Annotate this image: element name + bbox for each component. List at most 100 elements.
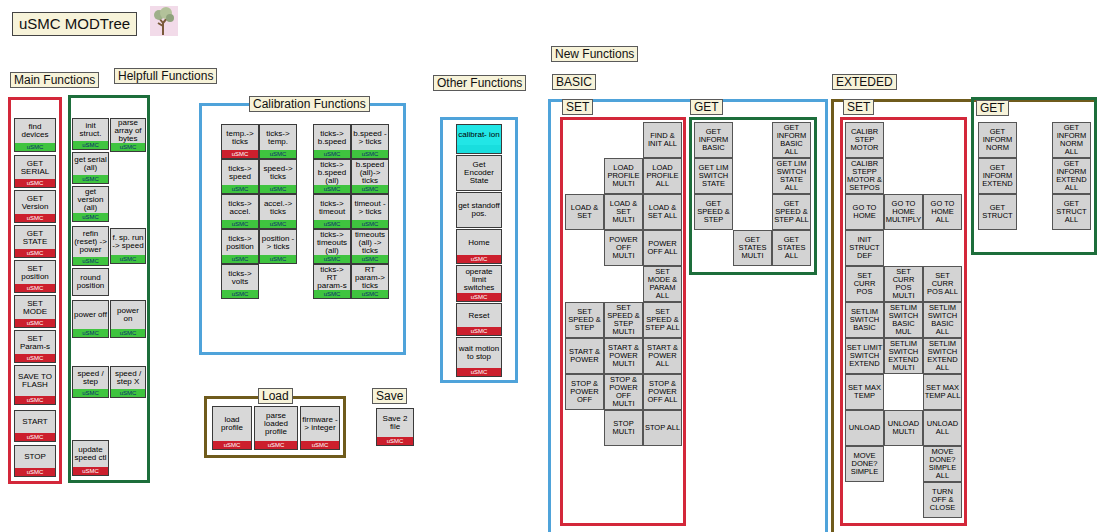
- function-block: SET CURR POS MULTI: [884, 266, 923, 302]
- strip-label: uSMC: [27, 180, 44, 186]
- diagram-title: uSMC MODTree: [12, 12, 137, 36]
- label-area: round position: [73, 269, 108, 295]
- label-area: firmware -> integer: [301, 407, 339, 441]
- function-label: SET SPEED & STEP ALL: [644, 308, 681, 332]
- function-icon: HomeuSMC: [456, 229, 502, 264]
- icon-strip: uSMC: [222, 150, 258, 158]
- label-area: GET STRUCT ALL: [1053, 195, 1090, 229]
- function-label: calibrat- ion: [458, 131, 500, 139]
- strip-label: uSMC: [324, 151, 341, 157]
- label-area: ticks-> timeouts (all): [314, 230, 350, 255]
- strip-label: uSMC: [324, 186, 341, 192]
- icon-strip: [457, 145, 501, 153]
- function-icon: update speed ctluSMC: [72, 440, 109, 476]
- icon-strip: uSMC: [73, 389, 108, 397]
- label-area: STOP ALL: [644, 411, 681, 445]
- icon-strip: uSMC: [222, 220, 258, 228]
- label-area: GET INFORM BASIC ALL: [773, 123, 810, 157]
- function-label: SET MAX TEMP: [846, 384, 883, 400]
- function-block: SET SPEED & STEP MULTI: [604, 302, 643, 338]
- function-icon: refin (reset) -> poweruSMC: [72, 226, 109, 266]
- icon-strip: uSMC: [111, 389, 145, 397]
- label-area: init struct.: [73, 119, 108, 141]
- icon-strip: uSMC: [255, 441, 297, 449]
- label-area: LOAD PROFILE MULTI: [605, 159, 642, 193]
- group-heading: GET: [690, 99, 723, 115]
- function-label: find devices: [16, 123, 54, 139]
- strip-label: uSMC: [82, 142, 99, 148]
- label-area: ticks-> accel.: [222, 195, 258, 220]
- label-area: LOAD & SET: [566, 195, 603, 229]
- label-area: START & POWER MULTI: [605, 339, 642, 373]
- function-label: timeouts (all) -> ticks: [353, 231, 387, 255]
- icon-strip: uSMC: [15, 179, 55, 187]
- function-icon: SET MODEuSMC: [14, 295, 56, 328]
- function-icon: ticks-> voltsuSMC: [221, 264, 259, 299]
- function-icon: GET VersionuSMC: [14, 190, 56, 223]
- function-label: SET CURR POS: [846, 272, 883, 296]
- function-label: GET SERIAL: [16, 160, 54, 176]
- strip-label: uSMC: [27, 144, 44, 150]
- icon-strip: uSMC: [111, 255, 145, 263]
- function-block: START & POWER MULTI: [604, 338, 643, 374]
- group-frame: Main Functionsfind devicesuSMCGET SERIAL…: [8, 97, 62, 484]
- function-icon: get standoff pos.: [456, 192, 502, 228]
- label-area: get standoff pos.: [457, 193, 501, 227]
- function-label: STOP & POWER OFF MULTI: [605, 376, 642, 408]
- function-label: UNLOAD MULTI: [885, 420, 922, 436]
- label-area: STOP & POWER OFF MULTI: [605, 375, 642, 409]
- function-block: GET INFORM NORM: [978, 122, 1017, 158]
- heading-text: New Functions: [555, 47, 634, 61]
- label-area: SETLIM SWITCH EXTEND ALL: [924, 339, 961, 373]
- function-label: SETLIM SWITCH BASIC ALL: [924, 304, 961, 336]
- function-block: GET SPEED & STEP ALL: [772, 194, 811, 230]
- function-block: LOAD & SET: [565, 194, 604, 230]
- icon-strip: uSMC: [352, 185, 388, 193]
- function-icon: find devices uSMC: [14, 118, 56, 152]
- group-frame: BASICSETFIND & INIT ALLLOAD PROFILE MULT…: [548, 99, 828, 532]
- function-block: SET SPEED & STEP ALL: [643, 302, 682, 338]
- function-icon: power onuSMC: [110, 300, 146, 338]
- function-block: SETLIM SWITCH EXTEND ALL: [923, 338, 962, 374]
- strip-label: uSMC: [120, 330, 137, 336]
- label-area: get serial (all): [73, 153, 108, 175]
- function-label: UNLOAD ALL: [924, 420, 961, 436]
- icon-strip: uSMC: [457, 293, 501, 301]
- strip-label: uSMC: [312, 442, 329, 448]
- function-block: MOVE DONE? SIMPLE: [845, 446, 884, 482]
- function-block: GET LIM SWITCH STATE: [694, 158, 733, 194]
- function-label: update speed ctl: [74, 446, 107, 462]
- icon-strip: uSMC: [457, 368, 501, 376]
- function-label: timeout -> ticks: [353, 200, 387, 216]
- label-area: MOVE DONE? SIMPLE ALL: [924, 447, 961, 481]
- label-area: POWER OFF ALL: [644, 231, 681, 265]
- function-label: SET MODE & PARAM ALL: [644, 268, 681, 300]
- function-label: Reset: [458, 312, 500, 320]
- function-label: position -> ticks: [261, 235, 295, 251]
- function-label: ticks-> accel.: [223, 200, 257, 216]
- label-area: ticks-> RT param-s: [314, 265, 350, 290]
- icon-strip: uSMC: [15, 143, 55, 151]
- icon-strip: uSMC: [73, 213, 108, 221]
- label-area: ticks-> volts: [222, 265, 258, 290]
- strip-label: uSMC: [232, 186, 249, 192]
- label-area: find devices: [15, 119, 55, 143]
- label-area: SET Param-s: [15, 331, 55, 354]
- group-frame: Calibration Functionstemp.-> ticksuSMCti…: [199, 103, 406, 355]
- label-area: LOAD PROFILE ALL: [644, 159, 681, 193]
- strip-label: uSMC: [387, 438, 404, 444]
- icon-strip: uSMC: [222, 185, 258, 193]
- function-block: SET CURR POS: [845, 266, 884, 302]
- group-heading: Helpfull Functions: [114, 68, 217, 84]
- function-icon: get version (all)uSMC: [72, 186, 109, 222]
- icon-strip: uSMC: [222, 255, 258, 263]
- strip-label: uSMC: [270, 151, 287, 157]
- function-icon: speed / stepuSMC: [72, 366, 109, 398]
- heading-box: Save: [372, 388, 407, 404]
- label-area: speed-> ticks: [260, 160, 296, 185]
- function-label: GET SPEED & STEP: [695, 200, 732, 224]
- label-area: UNLOAD: [846, 411, 883, 445]
- label-area: GO TO HOME ALL: [924, 195, 961, 229]
- function-block: FIND & INIT ALL: [643, 122, 682, 158]
- label-area: timeout -> ticks: [352, 195, 388, 220]
